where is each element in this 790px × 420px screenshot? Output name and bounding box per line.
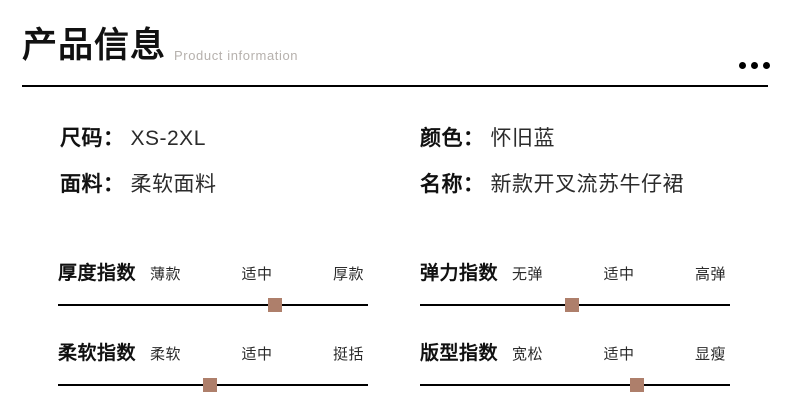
- meter-track[interactable]: [420, 298, 730, 312]
- meter-header: 厚度指数 薄款 适中 厚款: [58, 258, 368, 288]
- meter-options: 宽松 适中 显瘦: [512, 343, 730, 364]
- meter-elasticity: 弹力指数 无弹 适中 高弹: [420, 258, 730, 312]
- meter-track[interactable]: [58, 378, 368, 392]
- spec-label-color: 颜色：: [420, 127, 485, 150]
- meter-track[interactable]: [420, 378, 730, 392]
- meter-title: 厚度指数: [58, 263, 137, 284]
- meter-marker[interactable]: [564, 298, 579, 312]
- meter-option-2[interactable]: 高弹: [694, 266, 726, 283]
- meter-header: 柔软指数 柔软 适中 挺括: [58, 338, 368, 368]
- meter-option-0[interactable]: 柔软: [150, 346, 182, 363]
- meter-option-1[interactable]: 适中: [603, 266, 635, 283]
- meter-softness: 柔软指数 柔软 适中 挺括: [58, 338, 368, 392]
- header-divider: [22, 85, 768, 87]
- spec-value-size: XS-2XL: [130, 127, 206, 150]
- meter-options: 柔软 适中 挺括: [150, 343, 368, 364]
- meter-option-0[interactable]: 无弹: [512, 266, 544, 283]
- spec-label-name: 名称：: [420, 173, 485, 196]
- page-header: 产品信息 Product information: [0, 0, 790, 96]
- meter-fit: 版型指数 宽松 适中 显瘦: [420, 338, 730, 392]
- meter-title: 弹力指数: [420, 263, 499, 284]
- spec-label-size: 尺码：: [60, 127, 125, 150]
- meter-title: 版型指数: [420, 343, 499, 364]
- spec-row-fabric: 面料： 柔软面料: [60, 168, 217, 214]
- meter-marker[interactable]: [268, 298, 282, 312]
- meter-line: [420, 384, 730, 386]
- meter-option-1[interactable]: 适中: [241, 266, 273, 283]
- spec-value-name: 新款开叉流苏牛仔裙: [490, 173, 684, 196]
- spec-column-left: 尺码： XS-2XL 面料： 柔软面料: [60, 122, 217, 214]
- meter-header: 弹力指数 无弹 适中 高弹: [420, 258, 730, 288]
- meter-title: 柔软指数: [58, 343, 137, 364]
- meter-marker[interactable]: [202, 378, 217, 392]
- meter-line: [58, 304, 368, 306]
- spec-value-fabric: 柔软面料: [130, 173, 217, 196]
- page-title: 产品信息: [22, 26, 167, 65]
- meter-header: 版型指数 宽松 适中 显瘦: [420, 338, 730, 368]
- meter-option-2[interactable]: 显瘦: [694, 346, 726, 363]
- spec-column-right: 颜色： 怀旧蓝 名称： 新款开叉流苏牛仔裙: [420, 122, 684, 214]
- more-options-icon[interactable]: [739, 62, 770, 69]
- meter-option-1[interactable]: 适中: [603, 346, 635, 363]
- meter-option-1[interactable]: 适中: [241, 346, 273, 363]
- meter-thickness: 厚度指数 薄款 适中 厚款: [58, 258, 368, 312]
- spec-row-size: 尺码： XS-2XL: [60, 122, 217, 168]
- spec-label-fabric: 面料：: [60, 173, 125, 196]
- page-subtitle: Product information: [174, 48, 299, 63]
- meter-option-2[interactable]: 挺括: [332, 346, 364, 363]
- dot-2: [751, 62, 758, 69]
- spec-row-name: 名称： 新款开叉流苏牛仔裙: [420, 168, 684, 214]
- header-title-group: 产品信息 Product information: [22, 28, 298, 63]
- meter-marker[interactable]: [630, 378, 644, 392]
- spec-value-color: 怀旧蓝: [490, 127, 555, 150]
- meter-option-2[interactable]: 厚款: [332, 266, 364, 283]
- meter-track[interactable]: [58, 298, 368, 312]
- meter-option-0[interactable]: 薄款: [150, 266, 182, 283]
- dot-1: [739, 62, 746, 69]
- dot-3: [763, 62, 770, 69]
- spec-row-color: 颜色： 怀旧蓝: [420, 122, 684, 168]
- meter-options: 无弹 适中 高弹: [512, 263, 730, 284]
- meter-options: 薄款 适中 厚款: [150, 263, 368, 284]
- meter-option-0[interactable]: 宽松: [512, 346, 544, 363]
